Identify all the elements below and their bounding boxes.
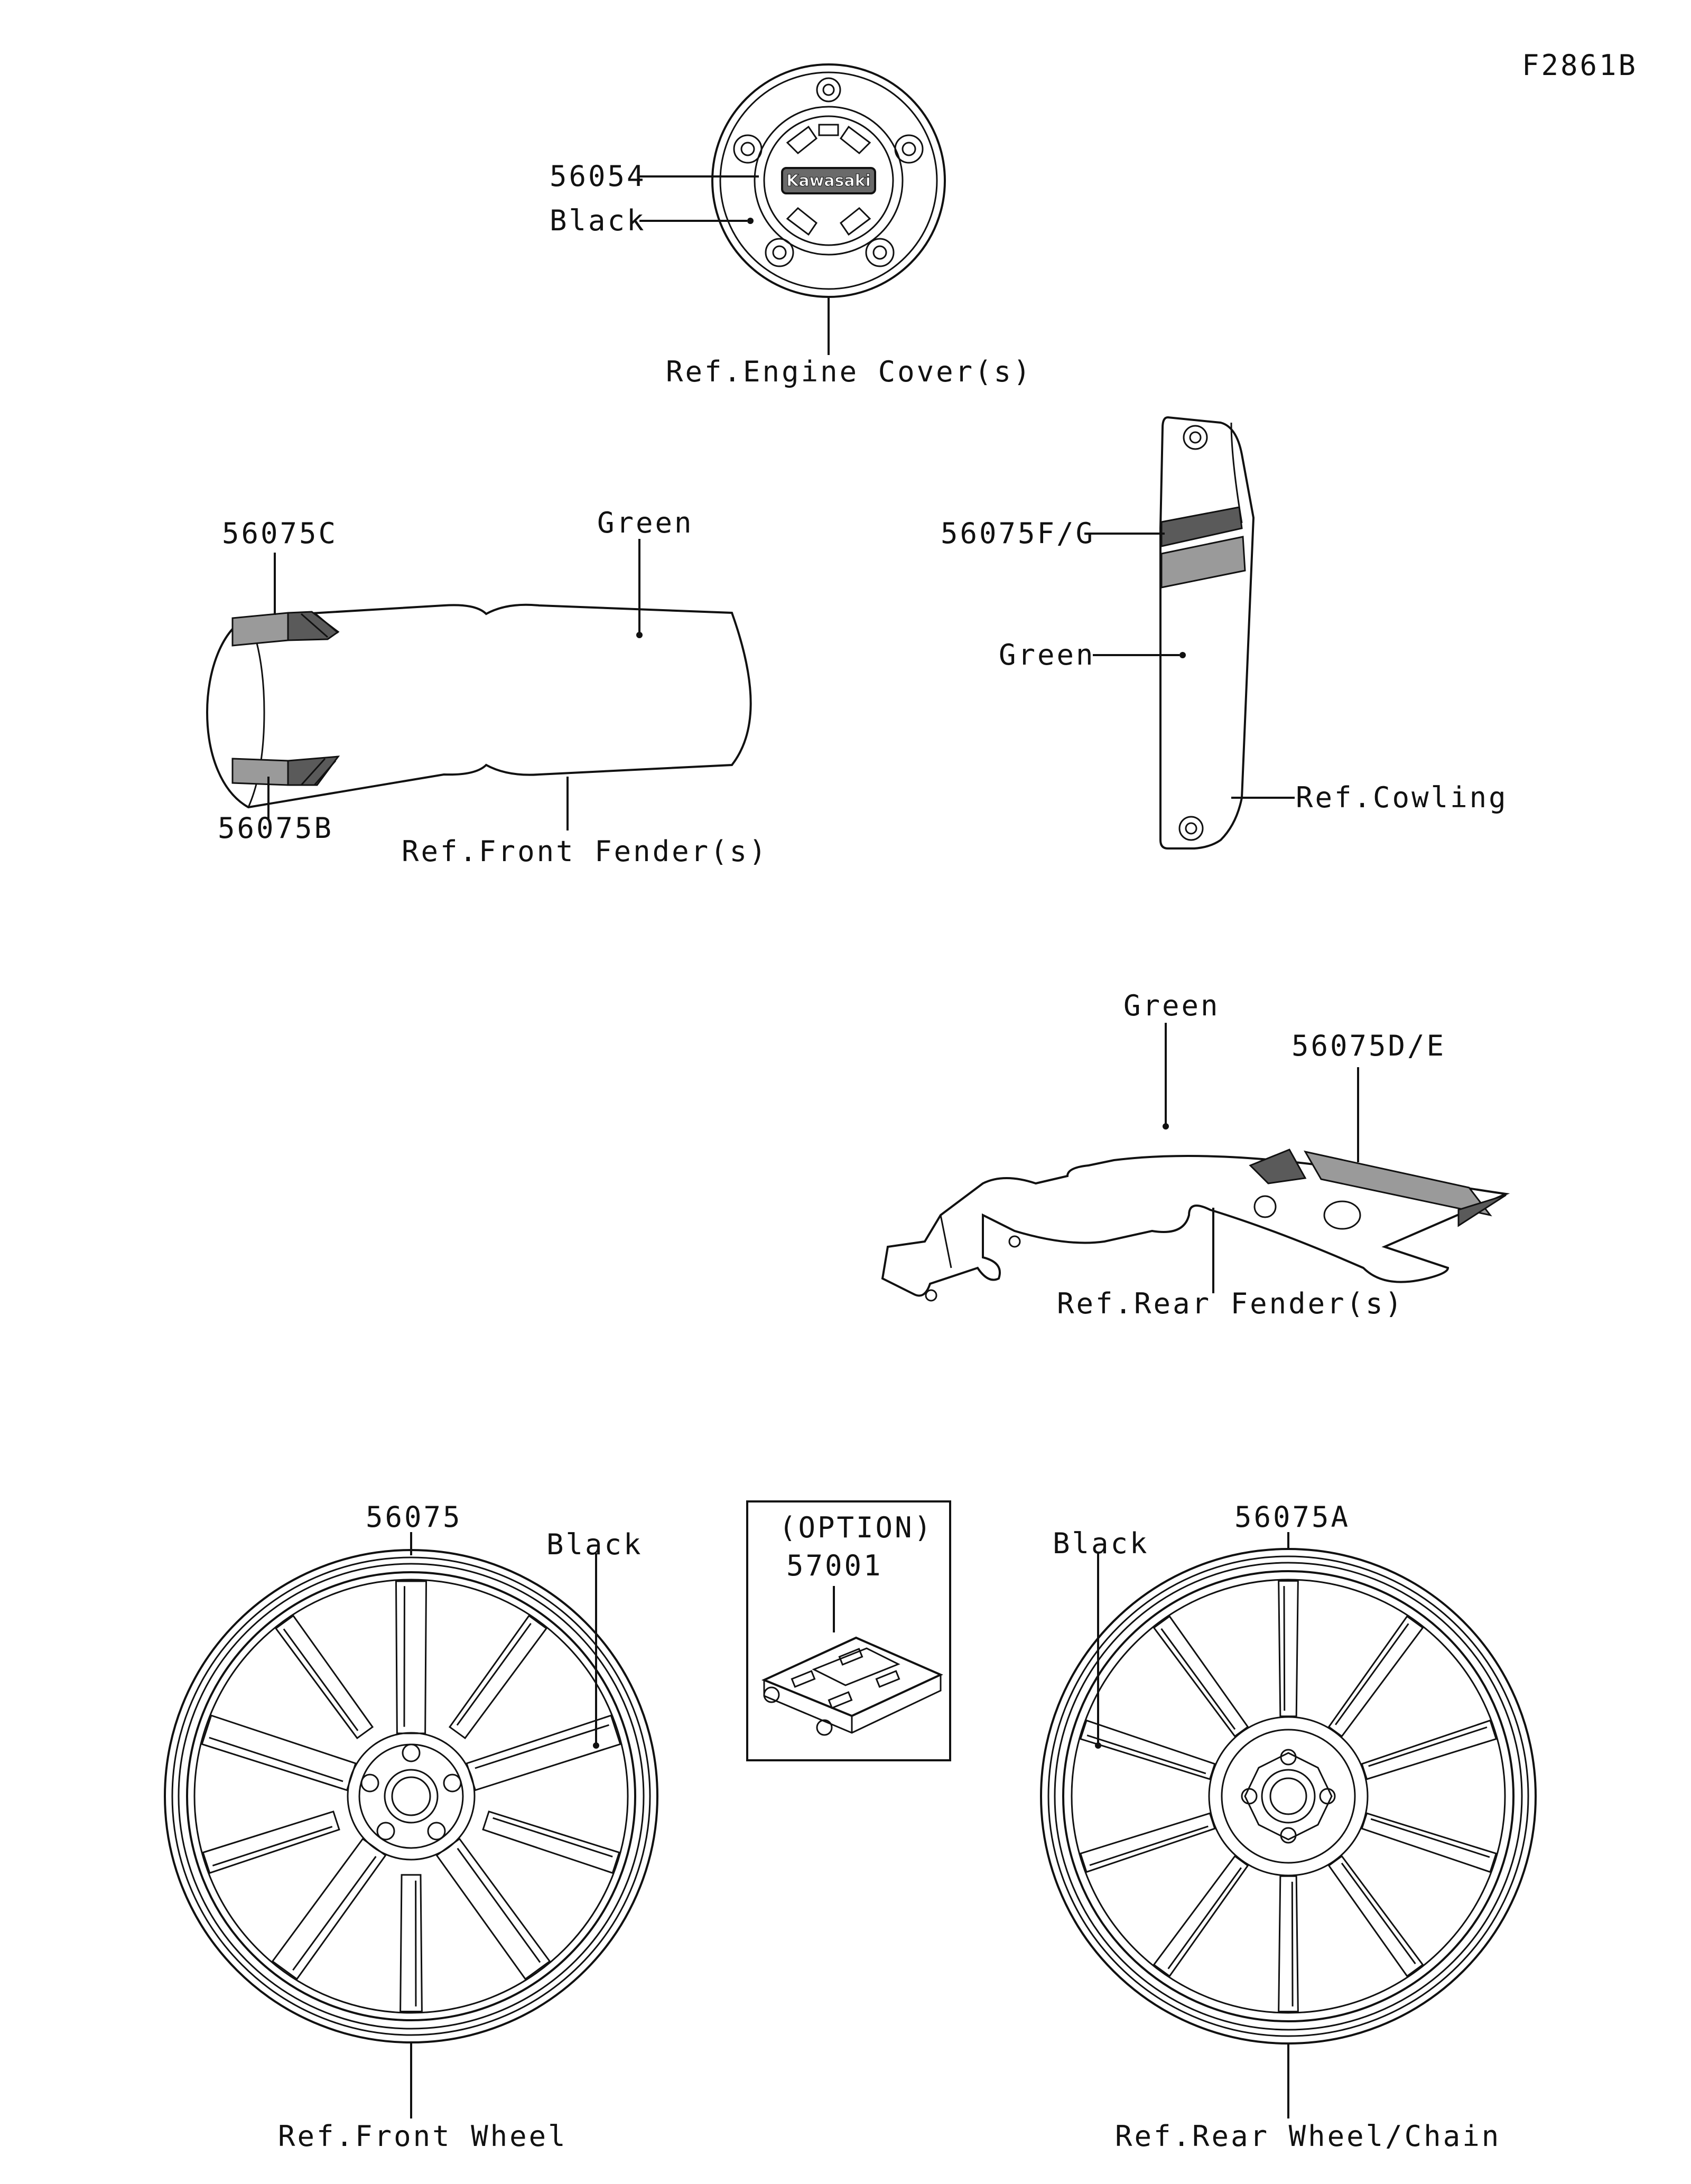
cowling bbox=[1159, 416, 1255, 850]
front-wheel-spoke bbox=[201, 1714, 357, 1791]
rear-fender-color-label: Green bbox=[1123, 989, 1220, 1022]
cowling-part-label: 56075F/G bbox=[941, 517, 1095, 550]
engine-cover-part-label: 56054 bbox=[550, 160, 646, 193]
rear-wheel-spoke bbox=[1153, 1855, 1249, 1977]
kawasaki-logo-text: Kawasaki bbox=[786, 172, 871, 190]
front-fender-ref-label: Ref.Front Fender(s) bbox=[402, 835, 768, 868]
front-fender-color-label: Green bbox=[597, 506, 694, 539]
front-wheel-sub-spoke bbox=[274, 1614, 374, 1740]
front-wheel-sub-spoke-edge bbox=[456, 1622, 532, 1726]
front-wheel-sub-spoke bbox=[399, 1874, 423, 2012]
front-wheel-sub-spoke-edge bbox=[212, 1826, 333, 1866]
rear-wheel-spokes bbox=[1079, 1580, 1498, 2013]
option-box: (OPTION) 57001 bbox=[746, 1500, 951, 1761]
rear-fender-part-label: 56075D/E bbox=[1292, 1029, 1446, 1062]
rear-wheel-color-label: Black bbox=[1053, 1527, 1149, 1560]
front-fender-top-part-label: 56075C bbox=[222, 517, 338, 550]
front-wheel-sub-spoke bbox=[202, 1810, 340, 1874]
front-wheel-color-label: Black bbox=[546, 1528, 643, 1561]
rear-wheel-spoke-edge bbox=[1370, 1818, 1490, 1858]
rear-wheel-spoke-edge bbox=[1089, 1825, 1209, 1866]
front-wheel-spoke-edge bbox=[475, 1724, 609, 1769]
rear-wheel-spoke-edge bbox=[1283, 1586, 1286, 1711]
kawasaki-logo-badge bbox=[781, 167, 876, 194]
rear-wheel-spoke bbox=[1079, 1719, 1216, 1780]
option-box-part-label: 57001 bbox=[786, 1549, 883, 1582]
rear-wheel-spoke bbox=[1278, 1580, 1299, 1718]
engine-cover-color-label: Black bbox=[550, 204, 646, 237]
option-box-title: (OPTION) bbox=[779, 1511, 933, 1544]
rear-wheel-spoke-edge bbox=[1368, 1726, 1488, 1767]
front-wheel-sub-spoke bbox=[448, 1614, 548, 1740]
option-stand-part bbox=[761, 1636, 943, 1736]
rear-wheel-spoke bbox=[1361, 1719, 1498, 1780]
front-fender bbox=[206, 603, 752, 809]
rear-wheel-ref-label: Ref.Rear Wheel/Chain bbox=[1115, 2120, 1501, 2153]
engine-cover-bolts bbox=[733, 77, 924, 267]
rear-fender bbox=[881, 1149, 1510, 1302]
rear-wheel-spoke bbox=[1153, 1615, 1249, 1738]
front-wheel-sub-spoke-edge bbox=[493, 1817, 613, 1858]
rear-wheel-spoke-edge bbox=[1291, 1881, 1294, 2006]
rear-wheel-spoke bbox=[1327, 1855, 1424, 1977]
front-wheel bbox=[164, 1549, 658, 2043]
front-wheel-spoke-edge bbox=[292, 1856, 377, 1971]
rear-wheel-spoke bbox=[1278, 1875, 1299, 2013]
front-wheel-spoke bbox=[395, 1580, 428, 1734]
front-wheel-ref-label: Ref.Front Wheel bbox=[278, 2120, 568, 2153]
engine-cover-ref-label: Ref.Engine Cover(s) bbox=[666, 355, 1033, 388]
front-wheel-spoke bbox=[466, 1714, 621, 1791]
rear-fender-ref-label: Ref.Rear Fender(s) bbox=[1057, 1287, 1404, 1320]
rear-wheel-part-label: 56075A bbox=[1234, 1500, 1350, 1534]
front-wheel-spoke-edge bbox=[403, 1586, 405, 1727]
rear-wheel-spoke-edge bbox=[1341, 1862, 1416, 1965]
front-fender-bottom-part-label: 56075B bbox=[218, 811, 333, 845]
rear-wheel-spoke bbox=[1079, 1812, 1216, 1873]
rear-wheel-spoke-edge bbox=[1167, 1867, 1242, 1970]
engine-cover: Kawasaki bbox=[711, 63, 946, 298]
rear-wheel-spoke-edge bbox=[1160, 1628, 1236, 1730]
rear-wheel bbox=[1040, 1548, 1537, 2045]
rear-wheel-spoke bbox=[1327, 1615, 1424, 1738]
figure-code: F2861B bbox=[1522, 49, 1638, 82]
front-wheel-spoke bbox=[271, 1837, 387, 1981]
front-wheel-part-label: 56075 bbox=[366, 1500, 462, 1534]
front-wheel-sub-spoke bbox=[482, 1810, 620, 1874]
rear-wheel-spoke-edge bbox=[1086, 1734, 1206, 1775]
front-wheel-spokes bbox=[201, 1580, 621, 2012]
rear-wheel-spoke bbox=[1361, 1812, 1498, 1873]
front-wheel-sub-spoke-edge bbox=[283, 1628, 359, 1731]
cowling-ref-label: Ref.Cowling bbox=[1296, 781, 1508, 814]
front-wheel-spoke bbox=[435, 1837, 551, 1981]
front-wheel-spoke-edge bbox=[209, 1737, 343, 1782]
front-wheel-spoke-edge bbox=[457, 1847, 541, 1963]
rear-wheel-spoke-edge bbox=[1335, 1623, 1409, 1725]
cowling-color-label: Green bbox=[999, 638, 1095, 671]
